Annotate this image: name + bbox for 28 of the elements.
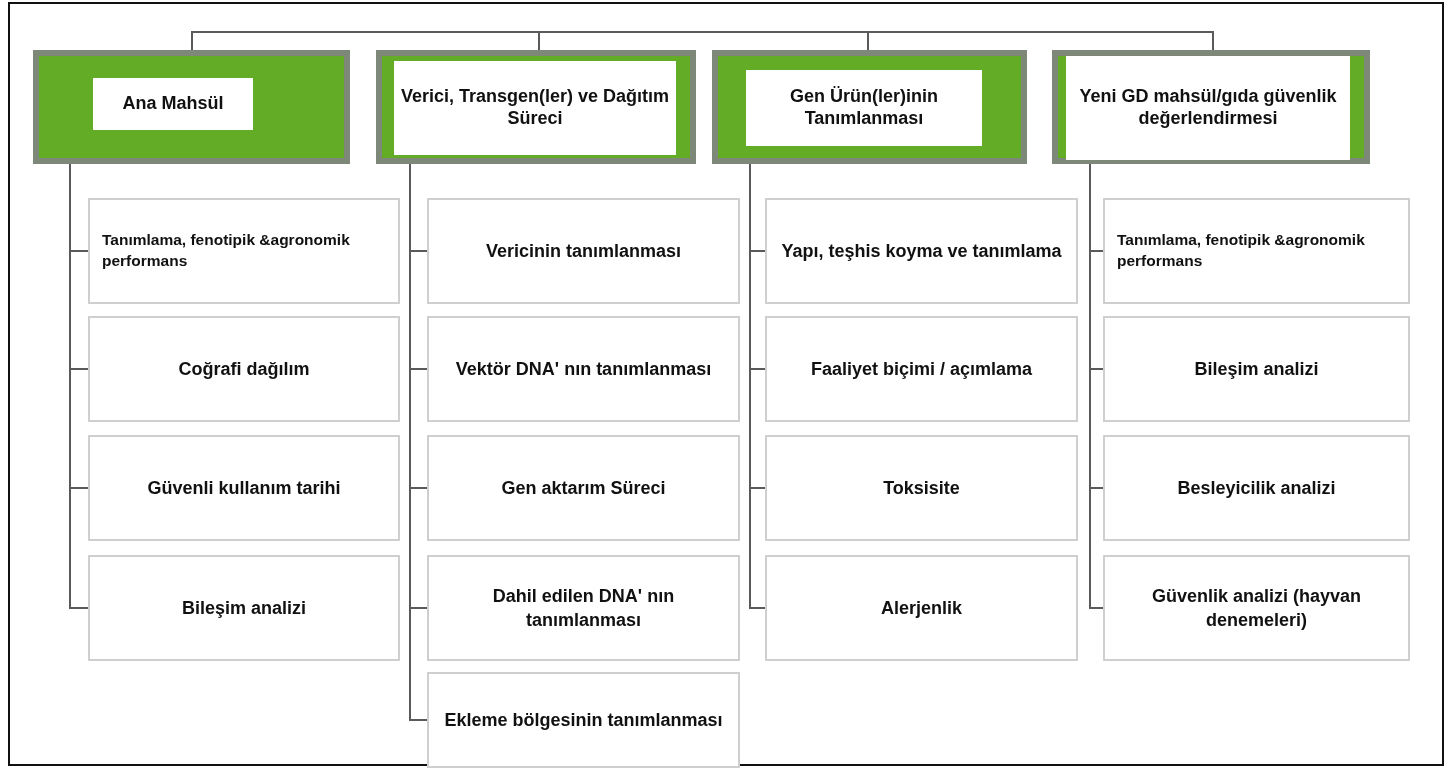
item-box: Vericinin tanımlanması <box>427 198 740 304</box>
header-box <box>1052 50 1370 164</box>
header-box <box>376 50 696 164</box>
item-box: Dahil edilen DNA' nın tanımlanması <box>427 555 740 661</box>
item-box: Alerjenlik <box>765 555 1078 661</box>
connector-line <box>867 31 1214 51</box>
item-box: Bileşim analizi <box>88 555 400 661</box>
item-box: Faaliyet biçimi / açımlama <box>765 316 1078 422</box>
item-box: Toksisite <box>765 435 1078 541</box>
header-label: Ana Mahsül <box>93 78 253 130</box>
item-box: Yapı, teşhis koyma ve tanımlama <box>765 198 1078 304</box>
header-label: Gen Ürün(ler)inin Tanımlanması <box>746 70 982 146</box>
item-box: Coğrafi dağılım <box>88 316 400 422</box>
item-box: Tanımlama, fenotipik &agronomik performans <box>88 198 400 304</box>
item-box: Ekleme bölgesinin tanımlanması <box>427 672 740 768</box>
connector-line <box>538 31 869 51</box>
item-box: Besleyicilik analizi <box>1103 435 1410 541</box>
item-box: Güvenlik analizi (hayvan denemeleri) <box>1103 555 1410 661</box>
item-box: Güvenli kullanım tarihi <box>88 435 400 541</box>
item-box: Gen aktarım Süreci <box>427 435 740 541</box>
header-box <box>33 50 350 164</box>
header-label: Verici, Transgen(ler) ve Dağıtım Süreci <box>394 61 676 155</box>
item-box: Tanımlama, fenotipik &agronomik performans <box>1103 198 1410 304</box>
item-box: Bileşim analizi <box>1103 316 1410 422</box>
header-box <box>712 50 1027 164</box>
connector-line <box>191 31 540 51</box>
header-label: Yeni GD mahsül/gıda güvenlik değerlendirmesi <box>1066 56 1350 160</box>
item-box: Vektör DNA' nın tanımlanması <box>427 316 740 422</box>
